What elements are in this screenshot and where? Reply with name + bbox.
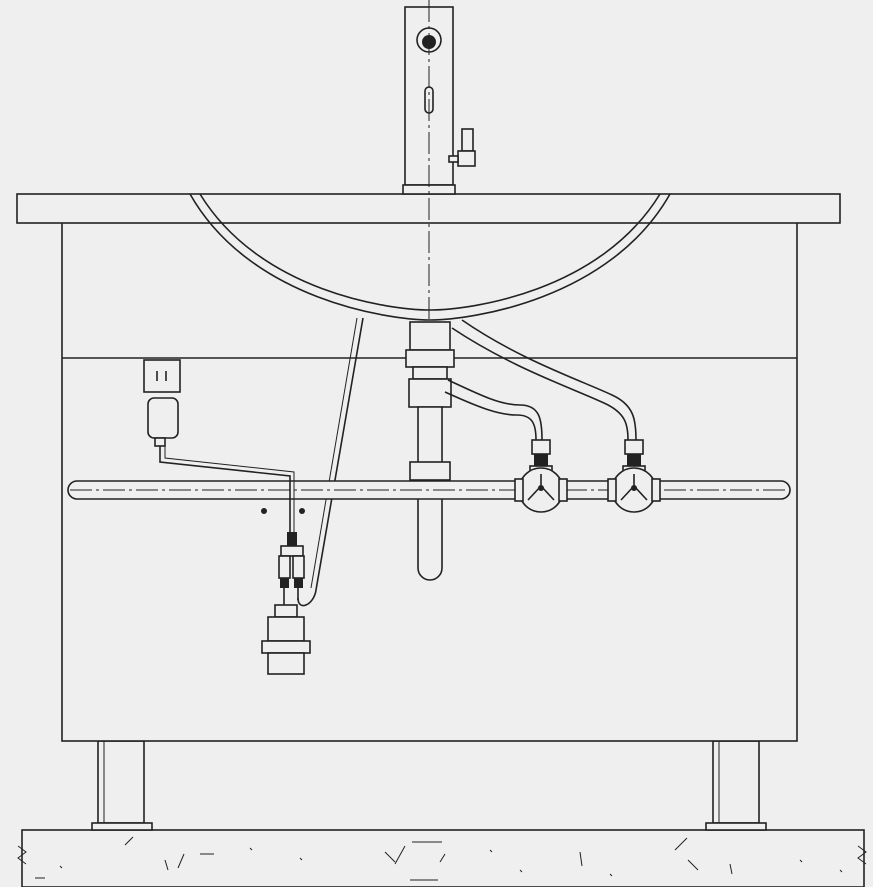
wall-power-outlet (143, 359, 181, 393)
supply-hoses (444, 319, 637, 441)
mounting-screw (261, 508, 267, 514)
angle-valve-cold (607, 439, 661, 513)
cabinet-leg-right (705, 740, 767, 831)
sensor-cable (297, 317, 364, 607)
solenoid-control-box (261, 604, 311, 675)
power-adapter (147, 397, 179, 447)
faucet-mixing-lever (448, 128, 476, 167)
power-cable (159, 446, 291, 532)
horizontal-supply-pipe (67, 480, 791, 500)
undermount-basin (189, 193, 671, 321)
cabinet-leg-left (91, 740, 153, 831)
mounting-screw (299, 508, 305, 514)
concrete-floor (17, 829, 867, 887)
angle-valve-hot (514, 439, 568, 513)
sensor-faucet (402, 6, 476, 195)
